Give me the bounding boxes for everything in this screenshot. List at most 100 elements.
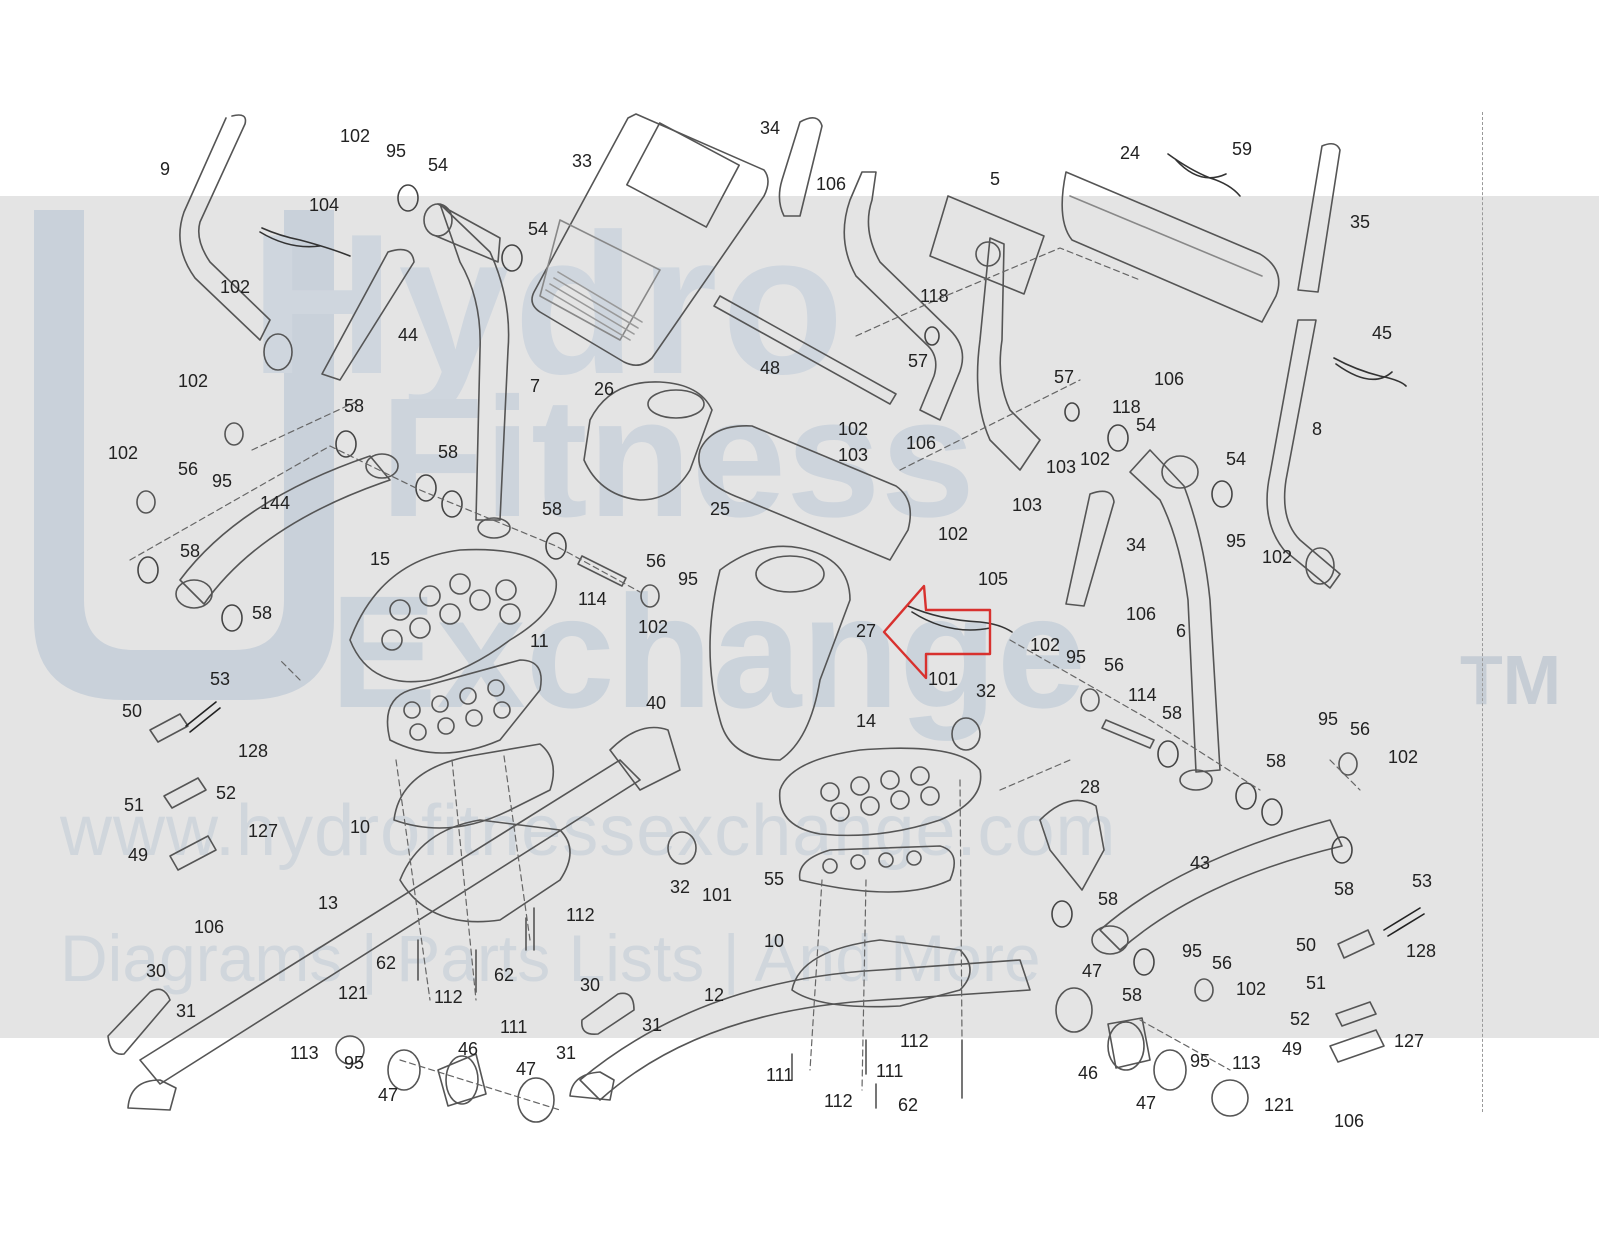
part-pedal-right bbox=[778, 747, 982, 837]
highlight-arrow bbox=[882, 584, 992, 680]
callout-111: 111 bbox=[500, 1017, 528, 1037]
part-end-cap-left bbox=[107, 988, 177, 1111]
callout-58: 58 bbox=[1122, 985, 1143, 1005]
callout-31: 31 bbox=[556, 1043, 577, 1063]
callout-10: 10 bbox=[764, 931, 785, 951]
callout-127: 127 bbox=[248, 821, 279, 841]
callout-40: 40 bbox=[646, 693, 667, 713]
watermark-url: www.hydrofitnessexchange.com bbox=[60, 791, 1117, 871]
callout-47: 47 bbox=[378, 1085, 399, 1105]
callout-31: 31 bbox=[642, 1015, 663, 1035]
callout-5: 5 bbox=[990, 169, 1001, 189]
callout-128: 128 bbox=[1406, 941, 1437, 961]
part-plate-left bbox=[393, 743, 555, 829]
callout-8: 8 bbox=[1312, 419, 1323, 439]
callout-58: 58 bbox=[1162, 703, 1183, 723]
part-washers bbox=[136, 333, 1358, 1002]
callout-58: 58 bbox=[252, 603, 273, 623]
part-axle-114-left bbox=[577, 555, 627, 587]
callout-102: 102 bbox=[178, 371, 209, 391]
callout-112: 112 bbox=[824, 1091, 853, 1111]
callout-53: 53 bbox=[1412, 871, 1433, 891]
callout-58: 58 bbox=[1098, 889, 1119, 909]
callout-57: 57 bbox=[908, 351, 929, 371]
part-console bbox=[531, 113, 769, 366]
callout-45: 45 bbox=[1372, 323, 1393, 343]
callout-128: 128 bbox=[238, 741, 269, 761]
callout-27: 27 bbox=[856, 621, 877, 641]
callout-34: 34 bbox=[760, 118, 781, 138]
part-pedal-arm-left bbox=[139, 759, 641, 1085]
callout-95: 95 bbox=[1066, 647, 1087, 667]
callout-101: 101 bbox=[702, 885, 733, 905]
callout-7: 7 bbox=[530, 376, 541, 396]
callout-52: 52 bbox=[216, 783, 237, 803]
watermark-line-1: Hydro bbox=[250, 193, 848, 416]
callout-50: 50 bbox=[122, 701, 143, 721]
callout-95: 95 bbox=[212, 471, 233, 491]
callout-54: 54 bbox=[428, 155, 449, 175]
callout-11: 11 bbox=[530, 631, 549, 651]
callout-43: 43 bbox=[1190, 853, 1211, 873]
callout-62: 62 bbox=[376, 953, 397, 973]
part-axle-48 bbox=[713, 295, 897, 405]
part-wheels-right bbox=[1055, 987, 1249, 1117]
callout-102: 102 bbox=[1030, 635, 1061, 655]
callout-102: 102 bbox=[1262, 547, 1293, 567]
callout-58: 58 bbox=[180, 541, 201, 561]
watermark-line-3: Exchange bbox=[330, 562, 1086, 741]
callout-102: 102 bbox=[838, 419, 869, 439]
callout-102: 102 bbox=[1236, 979, 1267, 999]
callout-25: 25 bbox=[710, 499, 731, 519]
callout-58: 58 bbox=[344, 396, 365, 416]
callout-53: 53 bbox=[210, 669, 231, 689]
callout-106: 106 bbox=[1126, 604, 1157, 624]
callout-112: 112 bbox=[566, 905, 595, 925]
callout-121: 121 bbox=[1264, 1095, 1295, 1115]
callout-112: 112 bbox=[434, 987, 463, 1007]
callout-95: 95 bbox=[1318, 709, 1339, 729]
part-center-post bbox=[843, 171, 1045, 471]
callout-114: 114 bbox=[578, 589, 607, 609]
callout-102: 102 bbox=[1388, 747, 1419, 767]
callout-30: 30 bbox=[146, 961, 167, 981]
part-link-arm-right bbox=[1091, 819, 1343, 955]
part-roller-32-lower bbox=[667, 831, 697, 865]
part-bolts bbox=[417, 907, 963, 1109]
callout-106: 106 bbox=[194, 917, 225, 937]
callout-12: 12 bbox=[704, 985, 725, 1005]
callout-102: 102 bbox=[108, 443, 139, 463]
callout-102: 102 bbox=[938, 524, 969, 544]
callout-58: 58 bbox=[438, 442, 459, 462]
callout-56: 56 bbox=[646, 551, 667, 571]
callout-59: 59 bbox=[1232, 139, 1253, 159]
part-arm-right bbox=[1129, 449, 1221, 791]
part-cables bbox=[259, 153, 1407, 633]
part-pedal-pads-left bbox=[386, 659, 542, 754]
callout-30: 30 bbox=[580, 975, 601, 995]
callout-14: 14 bbox=[856, 711, 877, 731]
part-axle-114-right bbox=[1101, 719, 1155, 749]
callout-46: 46 bbox=[1078, 1063, 1099, 1083]
callout-121: 121 bbox=[338, 983, 369, 1003]
part-pedal-left bbox=[349, 548, 558, 683]
watermark-tm: TM bbox=[1460, 641, 1562, 719]
part-upper-arm-right bbox=[1266, 142, 1341, 589]
callout-6: 6 bbox=[1176, 621, 1187, 641]
callout-51: 51 bbox=[1306, 973, 1327, 993]
callout-51: 51 bbox=[124, 795, 145, 815]
callout-58: 58 bbox=[542, 499, 563, 519]
callout-47: 47 bbox=[516, 1059, 537, 1079]
callout-102: 102 bbox=[340, 126, 371, 146]
callout-111: 111 bbox=[766, 1065, 794, 1085]
callout-103: 103 bbox=[1012, 495, 1043, 515]
callout-105: 105 bbox=[978, 569, 1009, 589]
callout-33: 33 bbox=[572, 151, 593, 171]
part-brackets-right bbox=[1329, 907, 1425, 1063]
callout-58: 58 bbox=[1334, 879, 1355, 899]
part-roller-32-upper bbox=[951, 717, 981, 751]
assembly-lines bbox=[129, 247, 1361, 1111]
callout-102: 102 bbox=[638, 617, 669, 637]
page-margin-line bbox=[1482, 112, 1483, 1112]
